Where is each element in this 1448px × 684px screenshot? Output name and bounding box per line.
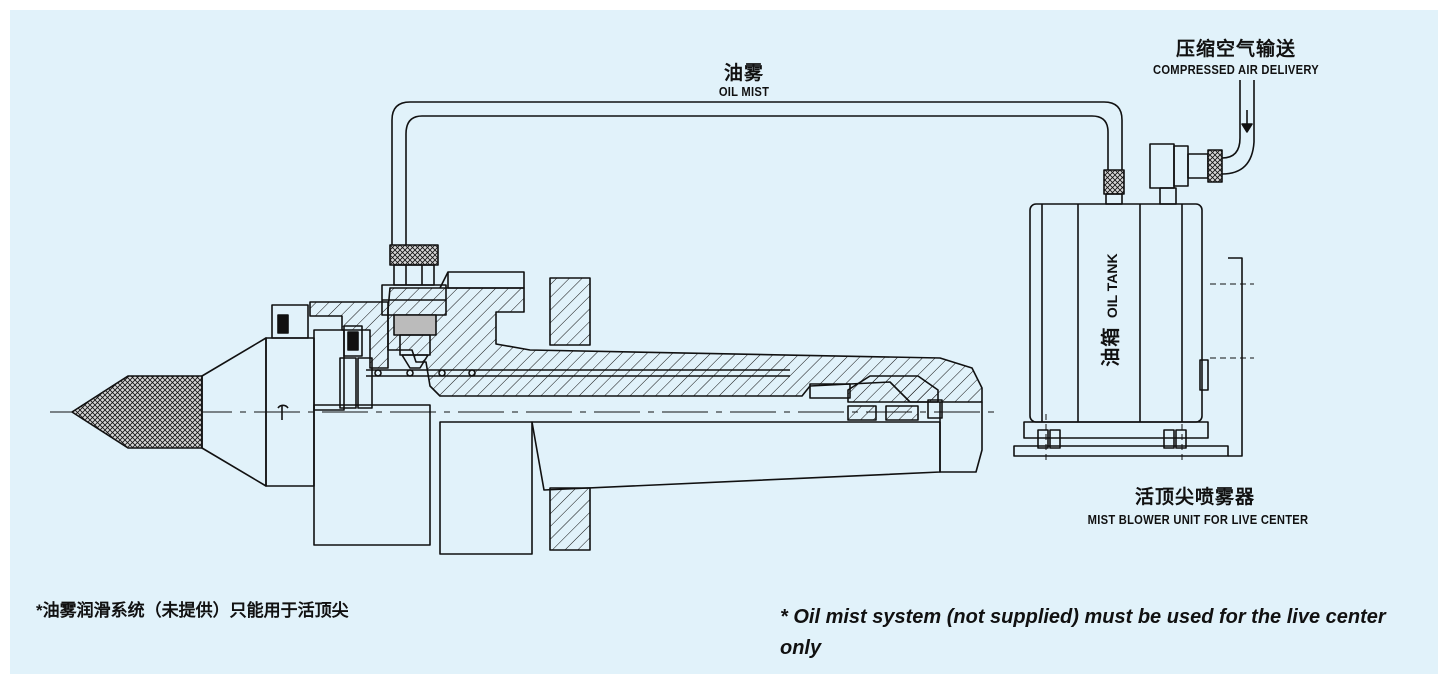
air-delivery-label-en: COMPRESSED AIR DELIVERY bbox=[1152, 62, 1320, 77]
rear-nut bbox=[847, 375, 939, 403]
oil-mist-fitting bbox=[381, 244, 447, 369]
note-en: * Oil mist system (not supplied) must be… bbox=[780, 606, 1386, 659]
air-valve bbox=[1149, 80, 1255, 205]
front-body bbox=[265, 304, 431, 546]
taper-shank bbox=[439, 399, 983, 555]
oil-tank-label-zh: 油箱 bbox=[1101, 326, 1122, 367]
mist-blower-label-en: MIST BLOWER UNIT FOR LIVE CENTER bbox=[1087, 512, 1309, 527]
oil-mist-label-zh: 油雾 bbox=[724, 63, 765, 84]
live-center-point bbox=[71, 337, 267, 487]
air-delivery-label-zh: 压缩空气输送 bbox=[1175, 39, 1296, 60]
oil-tank-label: 油箱 OIL TANK bbox=[1100, 250, 1124, 370]
oil-mist-label-en: OIL MIST bbox=[718, 84, 770, 99]
oil-tank-label-en: OIL TANK bbox=[1104, 253, 1120, 319]
tank-pipe-fitting bbox=[1103, 169, 1125, 205]
oil-mist-pipe bbox=[391, 101, 1123, 245]
mist-blower-label-zh: 活顶尖喷雾器 bbox=[1134, 487, 1255, 508]
oil-tank bbox=[1013, 203, 1254, 464]
bearing-row bbox=[366, 369, 790, 377]
main-body-hatched bbox=[387, 287, 983, 403]
live-center-mist-drawing bbox=[50, 80, 1255, 555]
tailstock-wall bbox=[549, 277, 591, 551]
diagram-canvas: 油雾 OIL MIST 压缩空气输送 COMPRESSED AIR DELIVE… bbox=[10, 10, 1438, 674]
note-zh: *油雾润滑系统（未提供）只能用于活顶尖 bbox=[36, 601, 349, 620]
